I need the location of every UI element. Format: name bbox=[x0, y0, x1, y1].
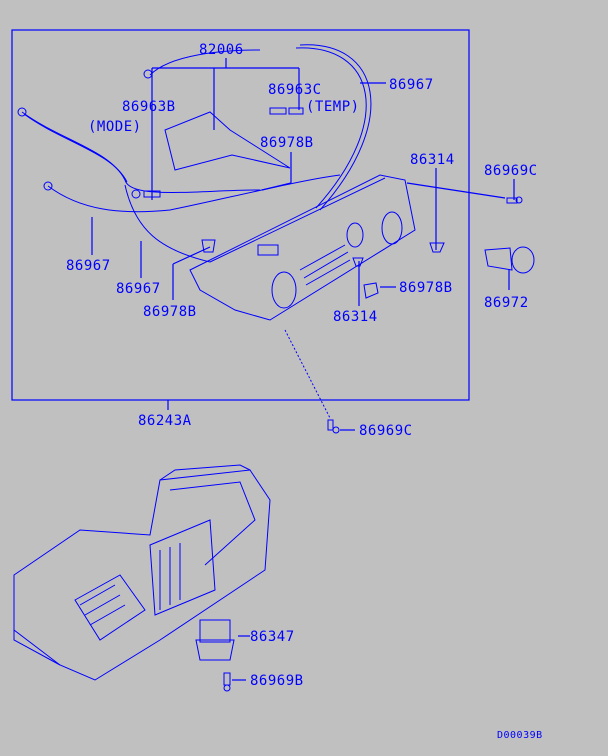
label-86969C-top: 86969C bbox=[484, 163, 538, 179]
screw-86969B bbox=[223, 672, 231, 692]
bulb-86972 bbox=[484, 246, 535, 274]
connector-86963B bbox=[131, 189, 161, 199]
lever-bracket bbox=[164, 111, 291, 171]
label-86347: 86347 bbox=[250, 629, 295, 645]
label-86314-top: 86314 bbox=[410, 152, 455, 168]
label-temp: (TEMP) bbox=[306, 99, 360, 115]
clip-86978B-right bbox=[363, 282, 379, 299]
label-86969B: 86969B bbox=[250, 673, 304, 689]
resistor-86347 bbox=[195, 619, 235, 661]
knob-cap-86314 bbox=[429, 242, 445, 253]
temp-knob-icon bbox=[381, 211, 403, 245]
assembly-frame bbox=[11, 29, 470, 401]
clip-86978B-left bbox=[201, 239, 216, 253]
label-82006: 82006 bbox=[199, 42, 244, 58]
cable-assemblies bbox=[17, 44, 372, 263]
label-86963C: 86963C bbox=[268, 82, 322, 98]
heater-unit bbox=[13, 464, 271, 681]
label-86969C-bottom: 86969C bbox=[359, 423, 413, 439]
reference-code: D00039B bbox=[497, 730, 543, 741]
label-86314-bottom: 86314 bbox=[333, 309, 378, 325]
screw-86969C-bottom bbox=[327, 419, 340, 434]
knob-cap-86314-b bbox=[352, 257, 364, 267]
heater-control-panel bbox=[189, 174, 416, 321]
label-mode: (MODE) bbox=[88, 119, 142, 135]
label-86967-top: 86967 bbox=[389, 77, 434, 93]
label-86978B-top: 86978B bbox=[260, 135, 314, 151]
label-86963B: 86963B bbox=[122, 99, 176, 115]
mode-knob-icon bbox=[271, 271, 297, 309]
label-86978B-left: 86978B bbox=[143, 304, 197, 320]
label-86972: 86972 bbox=[484, 295, 529, 311]
connector-86963C bbox=[269, 107, 304, 115]
label-86978B-right: 86978B bbox=[399, 280, 453, 296]
label-86967-left: 86967 bbox=[66, 258, 111, 274]
label-86967-mid: 86967 bbox=[116, 281, 161, 297]
screw-86969C-top bbox=[506, 196, 523, 204]
leader-lines bbox=[91, 58, 515, 681]
label-86243A: 86243A bbox=[138, 413, 192, 429]
